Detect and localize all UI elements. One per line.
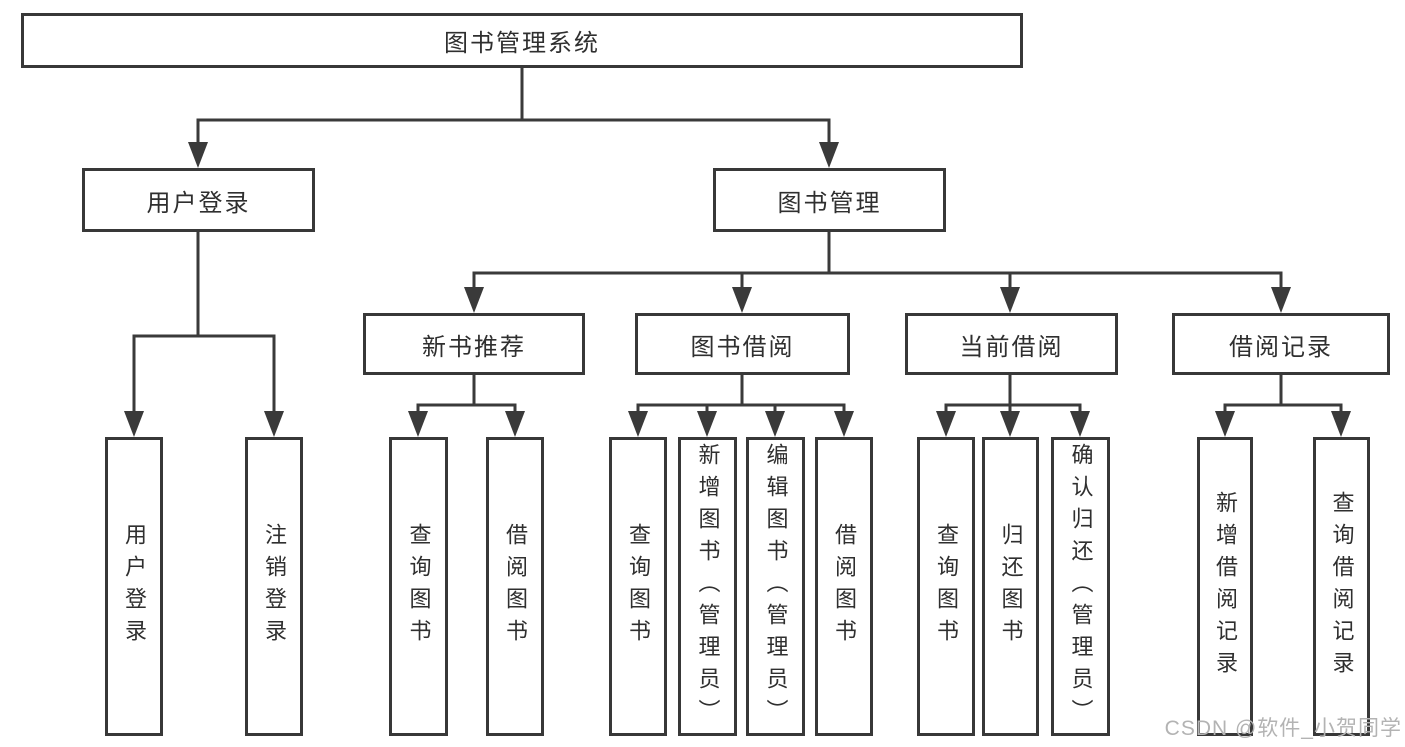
node-leaf-confirm-return-admin: 确认归还（管理员） bbox=[1051, 437, 1110, 736]
edge-book-borrow-branch bbox=[636, 373, 846, 407]
node-new-book-recommend: 新书推荐 bbox=[363, 313, 585, 375]
edge-borrow-record-branch bbox=[1223, 373, 1343, 407]
node-leaf-borrow-books-1: 借阅图书 bbox=[486, 437, 544, 736]
node-label: 图书管理 bbox=[777, 189, 882, 217]
arrowheads-level2 bbox=[188, 118, 839, 168]
node-label: 编辑图书（管理员） bbox=[763, 442, 789, 731]
node-label: 用户登录 bbox=[146, 189, 251, 217]
node-leaf-add-book-admin: 新增图书（管理员） bbox=[678, 437, 737, 736]
node-label: 用户登录 bbox=[122, 522, 147, 651]
node-label: 借阅记录 bbox=[1229, 333, 1333, 361]
node-leaf-return-books: 归还图书 bbox=[982, 437, 1039, 736]
node-label: 查询图书 bbox=[934, 522, 959, 651]
node-leaf-query-borrow-record: 查询借阅记录 bbox=[1313, 437, 1370, 736]
node-label: 新书推荐 bbox=[422, 333, 526, 361]
csdn-watermark: CSDN @软件_小贺同学 bbox=[1164, 717, 1402, 740]
node-leaf-query-books-3: 查询图书 bbox=[917, 437, 975, 736]
node-leaf-logout: 注销登录 bbox=[245, 437, 303, 736]
node-label: 查询借阅记录 bbox=[1329, 490, 1355, 683]
node-label: 归还图书 bbox=[998, 522, 1024, 651]
node-label: 借阅图书 bbox=[832, 522, 857, 651]
node-leaf-query-books-1: 查询图书 bbox=[389, 437, 448, 736]
node-borrow-record: 借阅记录 bbox=[1172, 313, 1390, 375]
node-current-borrow: 当前借阅 bbox=[905, 313, 1118, 375]
edge-book-management-branch bbox=[472, 230, 1283, 275]
node-label: 注销登录 bbox=[262, 522, 287, 651]
node-leaf-add-borrow-record: 新增借阅记录 bbox=[1197, 437, 1253, 736]
node-label: 查询图书 bbox=[626, 522, 651, 651]
node-label: 图书借阅 bbox=[690, 333, 795, 361]
node-label: 当前借阅 bbox=[959, 333, 1064, 361]
node-label: 查询图书 bbox=[406, 522, 432, 651]
node-label: 新增图书（管理员） bbox=[695, 442, 721, 731]
node-leaf-user-login: 用户登录 bbox=[105, 437, 163, 736]
node-label: 借阅图书 bbox=[503, 522, 528, 651]
node-label: 新增借阅记录 bbox=[1213, 490, 1238, 683]
edge-user-login-branch bbox=[132, 230, 276, 338]
edge-current-borrow-branch bbox=[944, 373, 1082, 407]
node-label: 图书管理系统 bbox=[444, 30, 600, 57]
node-leaf-borrow-books-2: 借阅图书 bbox=[815, 437, 873, 736]
node-book-management: 图书管理 bbox=[713, 168, 946, 232]
node-book-borrow: 图书借阅 bbox=[635, 313, 850, 375]
node-leaf-edit-book-admin: 编辑图书（管理员） bbox=[746, 437, 805, 736]
edge-new-book-branch bbox=[416, 373, 517, 407]
edge-root-branch bbox=[196, 66, 831, 122]
arrowheads-level3 bbox=[464, 271, 1291, 313]
node-library-management-system: 图书管理系统 bbox=[21, 13, 1023, 68]
node-user-login: 用户登录 bbox=[82, 168, 315, 232]
node-leaf-query-books-2: 查询图书 bbox=[609, 437, 667, 736]
node-label: 确认归还（管理员） bbox=[1068, 442, 1094, 731]
